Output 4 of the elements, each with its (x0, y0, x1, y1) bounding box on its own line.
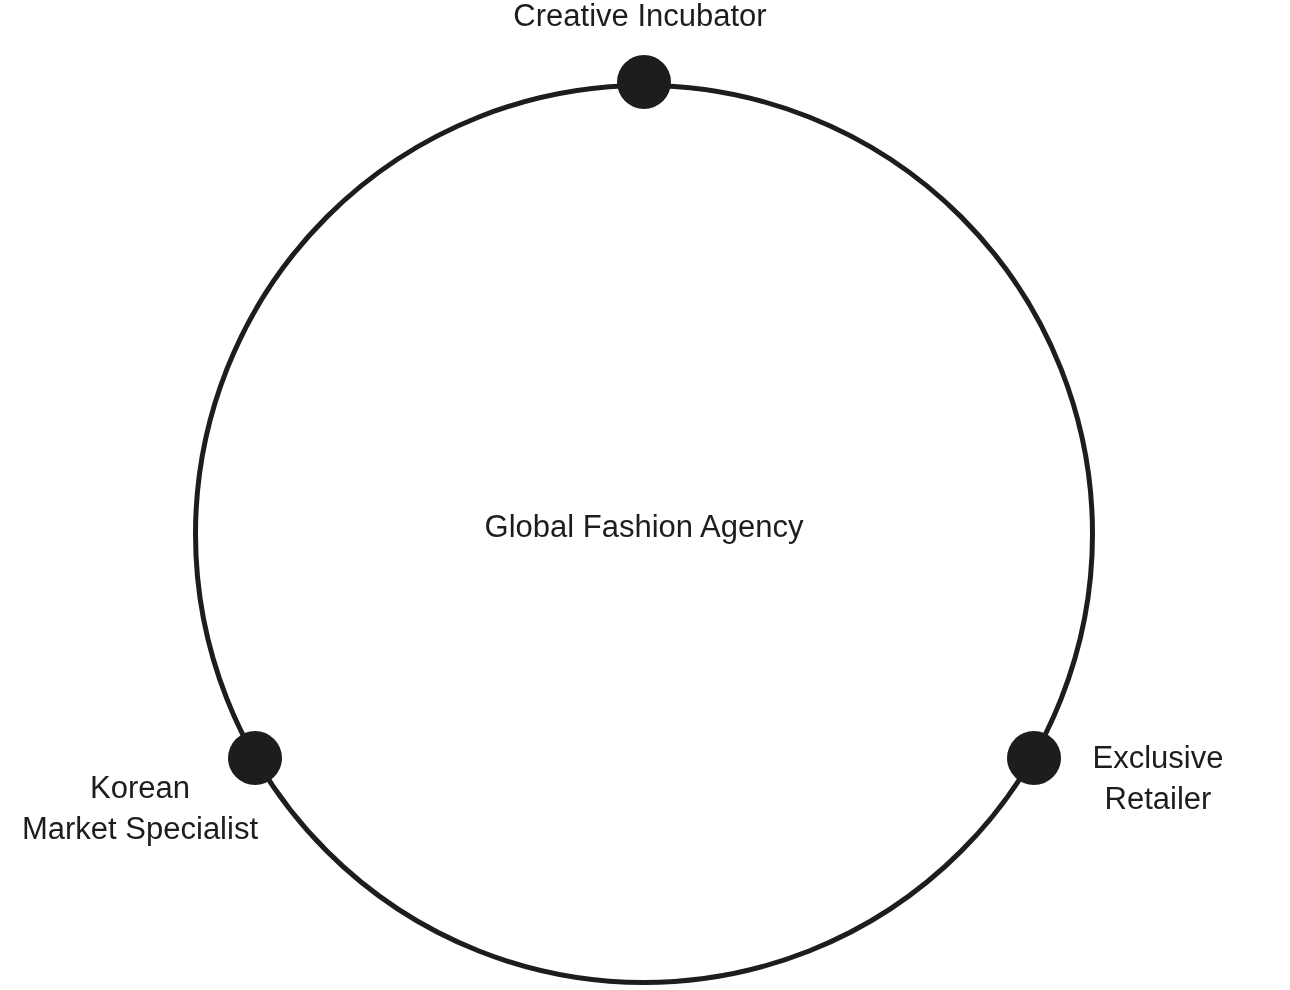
center-label: Global Fashion Agency (484, 509, 804, 545)
dot-label: Creative Incubator (513, 0, 767, 35)
dot-label: Korean Market Specialist (22, 769, 258, 848)
dot-label: Exclusive Retailer (1092, 739, 1224, 818)
